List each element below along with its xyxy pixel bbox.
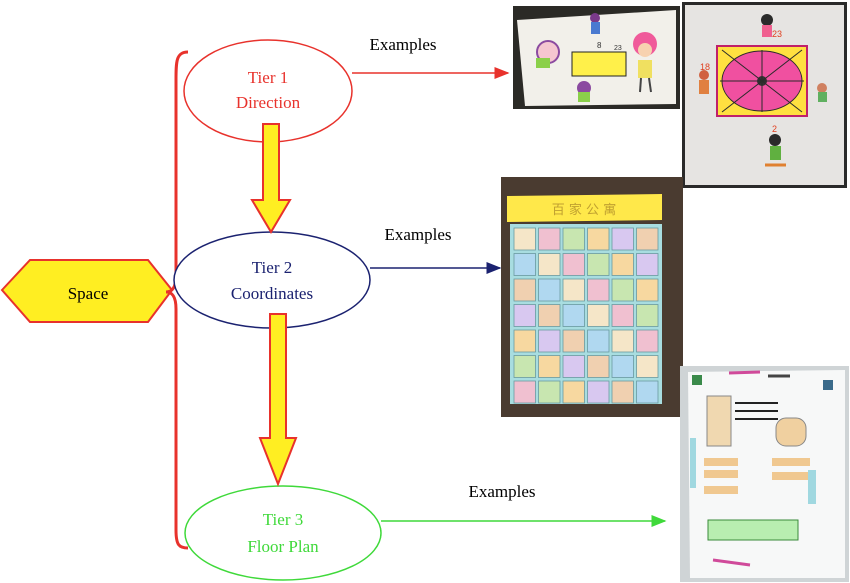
grid-card <box>636 227 659 251</box>
grid-card <box>636 278 659 302</box>
grid-card <box>636 253 659 276</box>
grid-card <box>538 227 561 251</box>
grid-card <box>513 329 536 353</box>
grid-card <box>513 355 536 378</box>
grid-card <box>636 329 659 353</box>
grid-card <box>562 380 585 404</box>
coordinates-photo-banner: 百 家 公 寓 <box>552 202 616 218</box>
grid-card <box>611 278 634 302</box>
down-arrow-tier2-to-tier3 <box>258 313 298 487</box>
grid-card <box>513 253 536 276</box>
grid-card <box>587 380 610 404</box>
svg-text:23: 23 <box>772 29 782 39</box>
grid-card <box>538 278 561 302</box>
examples-label-tier-3: Examples <box>468 482 535 501</box>
space-root-node: Space <box>0 259 174 323</box>
grid-card <box>587 355 610 378</box>
tier-3-title: Tier 3 <box>263 510 303 529</box>
tier-1-subtitle: Direction <box>236 93 301 112</box>
grid-card <box>636 304 659 327</box>
grid-card <box>562 329 585 353</box>
examples-label-tier-2: Examples <box>384 225 451 244</box>
grid-card <box>562 227 585 251</box>
grid-card <box>636 355 659 378</box>
svg-text:2: 2 <box>772 124 777 134</box>
grid-card <box>538 304 561 327</box>
grid-card <box>513 227 536 251</box>
direction-example-photo-1: 8 23 <box>513 6 680 109</box>
down-arrow-tier1-to-tier2 <box>250 123 292 234</box>
grid-card <box>611 253 634 276</box>
grid-card <box>611 380 634 404</box>
tier-2-title: Tier 2 <box>252 258 292 277</box>
grid-card <box>611 329 634 353</box>
grid-card <box>611 304 634 327</box>
grid-card <box>587 329 610 353</box>
grid-card <box>538 253 561 276</box>
grid-card <box>513 380 536 404</box>
grid-card <box>562 278 585 302</box>
tier-3-subtitle: Floor Plan <box>247 537 319 556</box>
grid-card <box>562 355 585 378</box>
grid-card <box>538 380 561 404</box>
direction-example-photo-2: 23 18 2 <box>682 2 847 188</box>
space-root-label: Space <box>68 284 109 303</box>
grid-card <box>513 278 536 302</box>
tier-3-node: Tier 3 Floor Plan <box>184 485 382 581</box>
grid-card <box>636 380 659 404</box>
grouping-brace <box>165 50 189 550</box>
grid-card <box>587 278 610 302</box>
svg-text:18: 18 <box>700 62 710 72</box>
grid-card <box>538 355 561 378</box>
grid-card <box>611 355 634 378</box>
grid-card <box>538 329 561 353</box>
grid-card <box>611 227 634 251</box>
floor-plan-example-photo <box>680 366 849 582</box>
coordinates-example-photo: 百 家 公 寓 <box>501 177 683 417</box>
tier-1-node: Tier 1 Direction <box>183 39 353 143</box>
grid-card <box>587 253 610 276</box>
svg-text:8: 8 <box>597 41 602 50</box>
grid-card <box>562 304 585 327</box>
tier-1-title: Tier 1 <box>248 68 288 87</box>
grid-card <box>587 304 610 327</box>
svg-text:23: 23 <box>614 45 622 52</box>
examples-label-tier-1: Examples <box>369 35 436 54</box>
grid-card <box>513 304 536 327</box>
grid-card <box>562 253 585 276</box>
tier-2-subtitle: Coordinates <box>231 284 313 303</box>
grid-card <box>587 227 610 251</box>
